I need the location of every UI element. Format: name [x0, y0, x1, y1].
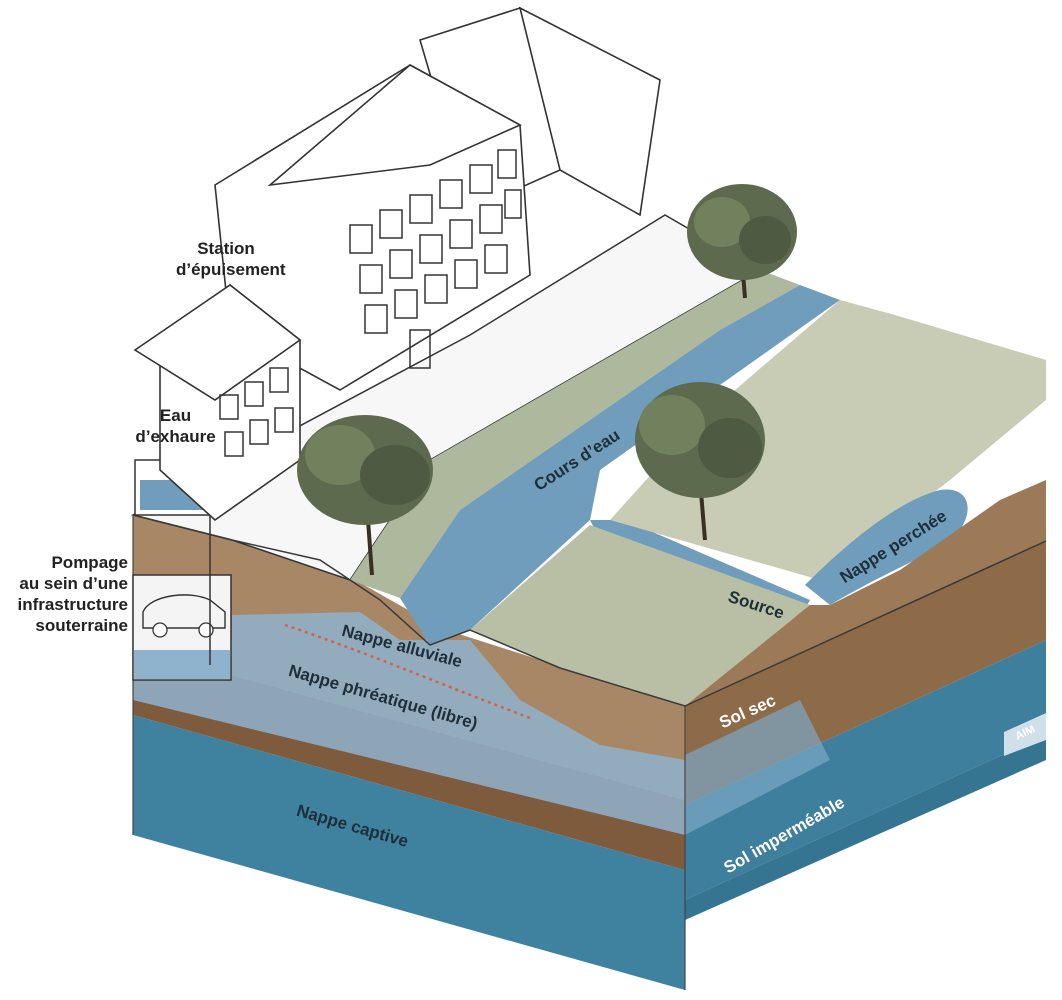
nappe-captive-layer	[133, 715, 685, 990]
right-face-bottom	[685, 735, 1046, 920]
right-cut-soil	[685, 480, 1046, 706]
nappe-right-face	[685, 640, 1046, 900]
car-icon	[142, 594, 226, 629]
block-top-edge	[132, 514, 1047, 707]
tree-left	[297, 415, 433, 576]
meadow-back	[610, 300, 1046, 580]
building-windows	[219, 149, 522, 457]
nappe-phreatique-body	[133, 612, 685, 835]
river	[400, 285, 840, 645]
tree-middle	[635, 382, 765, 541]
left-bank	[350, 270, 800, 598]
tree-back	[687, 184, 797, 299]
nappe-perchee-lens	[805, 489, 968, 605]
label-pompage: Pompage au sein d’une infrastructure sou…	[17, 553, 128, 635]
car-wheel-2	[198, 622, 214, 638]
right-face-water-plume	[685, 700, 830, 835]
meadow-front	[470, 525, 810, 706]
label-station-epuisement: Station d’épuisement	[176, 239, 286, 279]
signature-tab	[1004, 713, 1046, 756]
label-eau-exhaure: Eau d’exhaure	[135, 406, 216, 446]
alluvial-boundary	[284, 623, 531, 720]
car-wheel-1	[152, 622, 168, 638]
parking-water	[134, 650, 230, 679]
